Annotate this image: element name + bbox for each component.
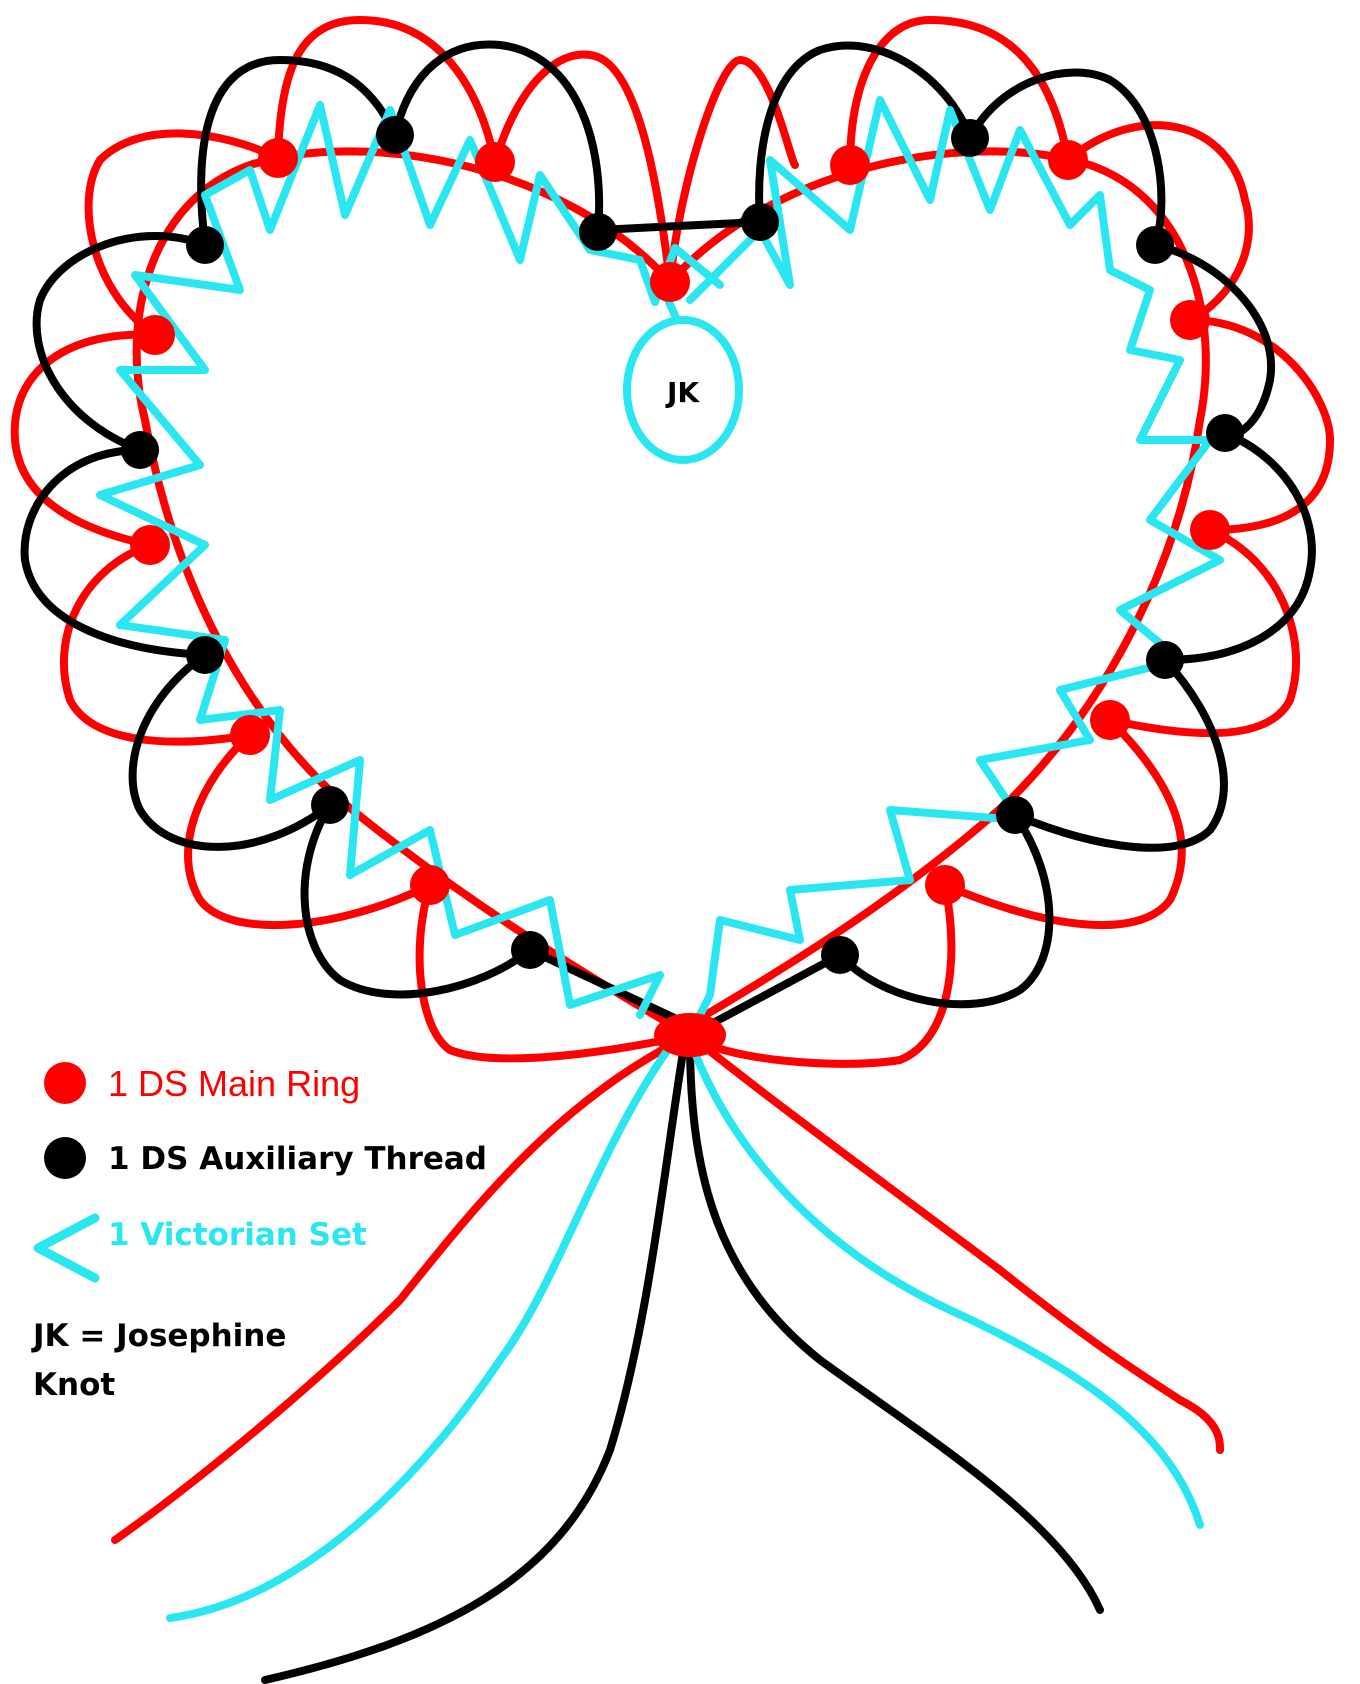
josephine-knot-label: JK [665,376,700,409]
red-dot [230,715,270,755]
red-dot [830,145,870,185]
black-dot [1206,414,1244,452]
black-dot [741,203,779,241]
red-dot-center [654,1013,726,1057]
black-dot [186,636,224,674]
main-ring-dots [130,138,1230,1057]
red-dot [258,138,298,178]
red-dot [1090,700,1130,740]
black-dot [1136,226,1174,264]
legend-victorian-set-label: 1 Victorian Set [108,1217,367,1253]
black-dot [121,431,159,469]
red-dot [1048,140,1088,180]
ribbon-tails [111,1031,1224,1684]
red-dot [475,142,515,182]
legend-josephine-line1: JK = Josephine [31,1318,286,1354]
black-dot [376,116,414,154]
red-picot-loops [10,16,1334,1068]
legend-victorian-set-icon [33,1213,100,1283]
auxiliary-thread-dots [121,116,1244,974]
red-dot [135,315,175,355]
legend-auxiliary-thread-label: 1 DS Auxiliary Thread [108,1141,487,1177]
red-dot [410,865,450,905]
legend: 1 DS Main Ring 1 DS Auxiliary Thread 1 V… [31,1062,487,1403]
red-dot [650,262,690,302]
red-dot [130,525,170,565]
legend-main-ring-label: 1 DS Main Ring [108,1063,360,1104]
red-dot [925,865,965,905]
black-dot [579,213,617,251]
black-dot [186,226,224,264]
red-dot [1190,510,1230,550]
black-dot [311,786,349,824]
black-dot [511,931,549,969]
legend-red-dot-icon [44,1062,86,1104]
black-dot [951,119,989,157]
black-dot [1146,641,1184,679]
black-dot [821,936,859,974]
red-dot [1170,300,1210,340]
legend-josephine-line2: Knot [33,1367,115,1403]
auxiliary-thread-loops [20,40,1316,1034]
legend-black-dot-icon [44,1137,86,1179]
black-dot [996,796,1034,834]
victorian-set-zigzag [96,96,1224,1019]
